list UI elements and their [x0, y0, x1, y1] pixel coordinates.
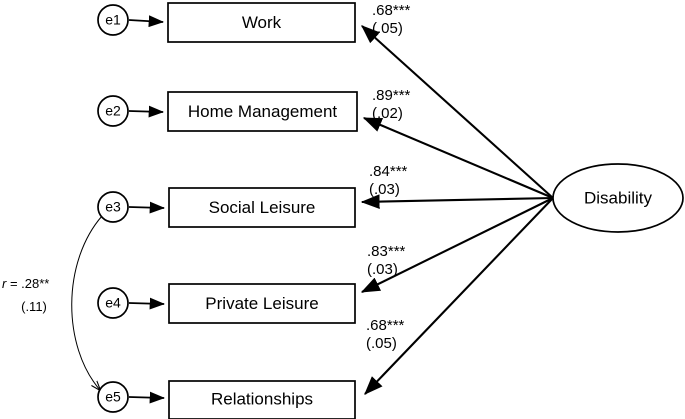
coefficient-estimate-social-leisure: .84***: [369, 163, 408, 180]
correlation-symbol: r: [2, 276, 7, 291]
indicator-label-social-leisure: Social Leisure: [209, 198, 316, 217]
error-term-e2: e2: [97, 95, 129, 127]
coefficient-se-social-leisure: (.03): [369, 181, 400, 198]
indicator-boxes: Work Home Management Social Leisure Priv…: [167, 2, 358, 419]
latent-variable-disability: Disability: [552, 163, 684, 233]
coefficient-estimate-relationships: .68***: [366, 317, 405, 334]
error-path-e1: [128, 15, 165, 28]
error-circles: e1 e2 e3 e4 e5: [97, 4, 129, 413]
error-label-e1: e1: [105, 12, 121, 28]
error-path-e5: [128, 391, 166, 404]
error-circle-e3: [97, 191, 129, 223]
indicator-social-leisure: Social Leisure: [168, 187, 356, 228]
indicator-private-leisure: Private Leisure: [168, 283, 356, 324]
error-circle-e4: [97, 287, 129, 319]
coefficient-estimate-work: .68***: [372, 2, 411, 19]
error-circle-e5: [97, 381, 129, 413]
indicator-box-private-leisure: [168, 283, 356, 324]
error-term-e3: e3: [97, 191, 129, 223]
latent-ellipse-disability: [552, 163, 684, 233]
indicator-label-private-leisure: Private Leisure: [205, 294, 318, 313]
loading-path-social-leisure: [360, 194, 554, 209]
error-path-e2: [128, 105, 165, 118]
indicator-box-home-management: [167, 91, 358, 132]
indicator-label-relationships: Relationships: [211, 389, 313, 408]
error-label-e3: e3: [105, 199, 121, 215]
error-label-e5: e5: [105, 389, 121, 405]
indicator-work: Work: [167, 2, 356, 43]
coefficient-se-work: (.05): [372, 20, 403, 37]
correlation-equals: =: [6, 276, 21, 291]
correlation-coefficient-label: r = .28** (.11): [2, 276, 49, 314]
correlation-estimate: r = .28**: [2, 276, 49, 291]
loading-path-relationships: [364, 197, 554, 395]
error-path-e4: [128, 297, 166, 310]
coefficient-home-management: .89*** (.02): [372, 87, 411, 122]
error-term-e4: e4: [97, 287, 129, 319]
indicator-box-social-leisure: [168, 187, 356, 228]
error-label-e2: e2: [105, 103, 121, 119]
coefficient-work: .68*** (.05): [372, 2, 411, 37]
error-label-e4: e4: [105, 295, 121, 311]
latent-label-disability: Disability: [584, 188, 653, 207]
coefficient-social-leisure: .84*** (.03): [369, 163, 408, 198]
loading-coefficient-labels: .68*** (.05) .89*** (.02) .84*** (.03) .…: [366, 2, 411, 352]
coefficient-se-private-leisure: (.03): [367, 261, 398, 278]
coefficient-relationships: .68*** (.05): [366, 317, 405, 352]
error-term-e1: e1: [97, 4, 129, 36]
error-circle-e2: [97, 95, 129, 127]
coefficient-estimate-private-leisure: .83***: [367, 243, 406, 260]
error-term-e5: e5: [97, 381, 129, 413]
correlation-value: .28**: [21, 276, 49, 291]
coefficient-se-home-management: (.02): [372, 105, 403, 122]
loading-path-home-management: [362, 117, 554, 199]
coefficient-private-leisure: .83*** (.03): [367, 243, 406, 278]
error-paths: [128, 15, 166, 404]
indicator-relationships: Relationships: [168, 380, 356, 419]
indicator-box-relationships: [168, 380, 356, 419]
factor-loading-paths: [360, 25, 554, 395]
loading-path-private-leisure: [360, 197, 554, 293]
indicator-label-work: Work: [242, 13, 282, 32]
error-circle-e1: [97, 4, 129, 36]
correlation-path: [71, 216, 102, 390]
indicator-box-work: [167, 2, 356, 43]
indicator-label-home-management: Home Management: [188, 102, 338, 121]
coefficient-se-relationships: (.05): [366, 335, 397, 352]
coefficient-estimate-home-management: .89***: [372, 87, 411, 104]
correlation-se: (.11): [21, 299, 47, 314]
correlation-curve-e3-e5: [71, 216, 102, 390]
indicator-home-management: Home Management: [167, 91, 358, 132]
error-path-e3: [128, 201, 166, 214]
loading-path-work: [361, 25, 554, 199]
